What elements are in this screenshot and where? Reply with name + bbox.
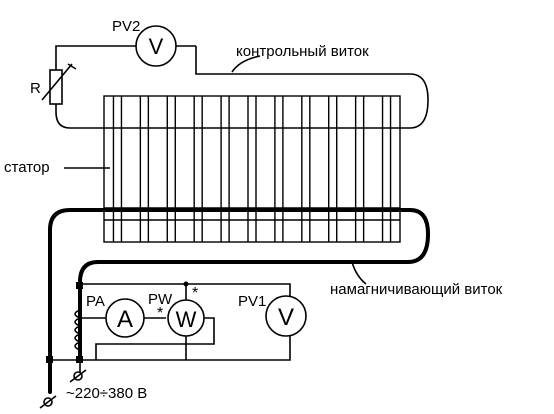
junction-top [76,282,83,289]
pv1-voltmeter [265,295,307,337]
measuring-circuit: A W V [46,281,307,363]
resistor-variable-arrow [41,63,73,101]
stator-slots [112,96,392,242]
pa-label: PA [86,293,105,310]
control-turn-leader [231,55,261,73]
control-turn-loop [55,46,429,129]
junction-left [46,356,53,363]
pw-symbol: W [176,307,197,332]
magnetizing-turn [48,208,430,394]
pw-star-voltage: * [192,285,198,302]
junction-bottom [76,356,83,363]
pv2-symbol: V [149,34,164,59]
pw-label: PW [148,291,173,308]
supply-terminal-2-tick [39,395,57,409]
control-turn-label: контрольный виток [236,43,369,60]
r-label: R [30,80,41,97]
inductor-coil [74,309,83,351]
control-turn-circuit: V [41,25,429,129]
junction-pw [183,281,189,287]
pv1-label: PV1 [238,293,266,310]
magnetizing-turn-label: намагничивающий виток [330,281,503,298]
pa-symbol: A [117,306,133,333]
magnetizing-turn-loop [48,208,430,394]
pa-ammeter [105,298,145,338]
resistor-arrow-tick [67,63,77,70]
pw-current-out-wire [95,317,215,360]
magnetizing-turn-leader [351,261,367,285]
pw-star-current: * [157,305,163,322]
pv1-symbol: V [278,304,294,331]
pv2-voltmeter [135,25,177,67]
stator-label: статор [4,159,50,176]
supply-label: ~220÷380 В [66,385,147,402]
pw-wattmeter [167,299,205,337]
pv2-label: PV2 [112,18,140,35]
pv1-top-wire [80,283,291,296]
supply-terminals [39,360,87,409]
stator-core [103,95,401,243]
pv1-bottom-wire [50,336,291,361]
stator-outline [103,95,401,243]
supply-terminal-1-tick [69,369,87,383]
